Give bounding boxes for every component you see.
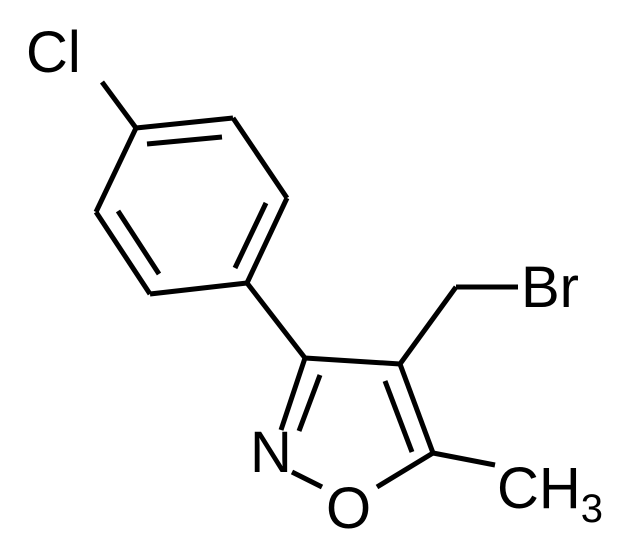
isoxazole-ring: [278, 355, 436, 490]
bond-ring-lower-left: [93, 210, 153, 296]
bond-ring-lower-right-inner: [232, 201, 269, 270]
bond-c4-ch2: [397, 285, 459, 366]
bond-c4-c5-inner: [382, 380, 415, 453]
chlorine-atom-label: Cl: [26, 20, 81, 85]
methyl-ch-text: CH: [497, 456, 581, 521]
bond-c5-o: [375, 450, 435, 490]
bond-ring-top-inner: [146, 134, 223, 147]
benzene-ring: [93, 115, 290, 297]
bond-ring-upper-left: [93, 126, 139, 214]
bond-c5-methyl: [432, 450, 496, 468]
bond-ring-lower-right: [244, 196, 290, 285]
bond-ring-upper-right: [230, 116, 290, 200]
bond-ring-top: [135, 115, 234, 131]
methyl-atom-label: CH3: [497, 456, 603, 531]
bond-ring-bottom: [149, 280, 248, 297]
bond-o-n: [290, 469, 324, 490]
bromine-atom-label: Br: [521, 255, 579, 320]
bond-n-c3: [278, 357, 308, 431]
bond-phenyl-isoxazole: [245, 281, 307, 360]
methyl-subscript-text: 3: [581, 487, 603, 531]
bond-c4-c5: [397, 363, 436, 454]
oxygen-atom-label: O: [326, 476, 371, 541]
bond-n-c3-inner: [296, 374, 323, 432]
bond-c3-c4: [304, 355, 401, 367]
bond-ring-lower-left-inner: [115, 209, 162, 276]
bond-c-cl: [99, 80, 139, 130]
nitrogen-atom-label: N: [250, 420, 292, 485]
